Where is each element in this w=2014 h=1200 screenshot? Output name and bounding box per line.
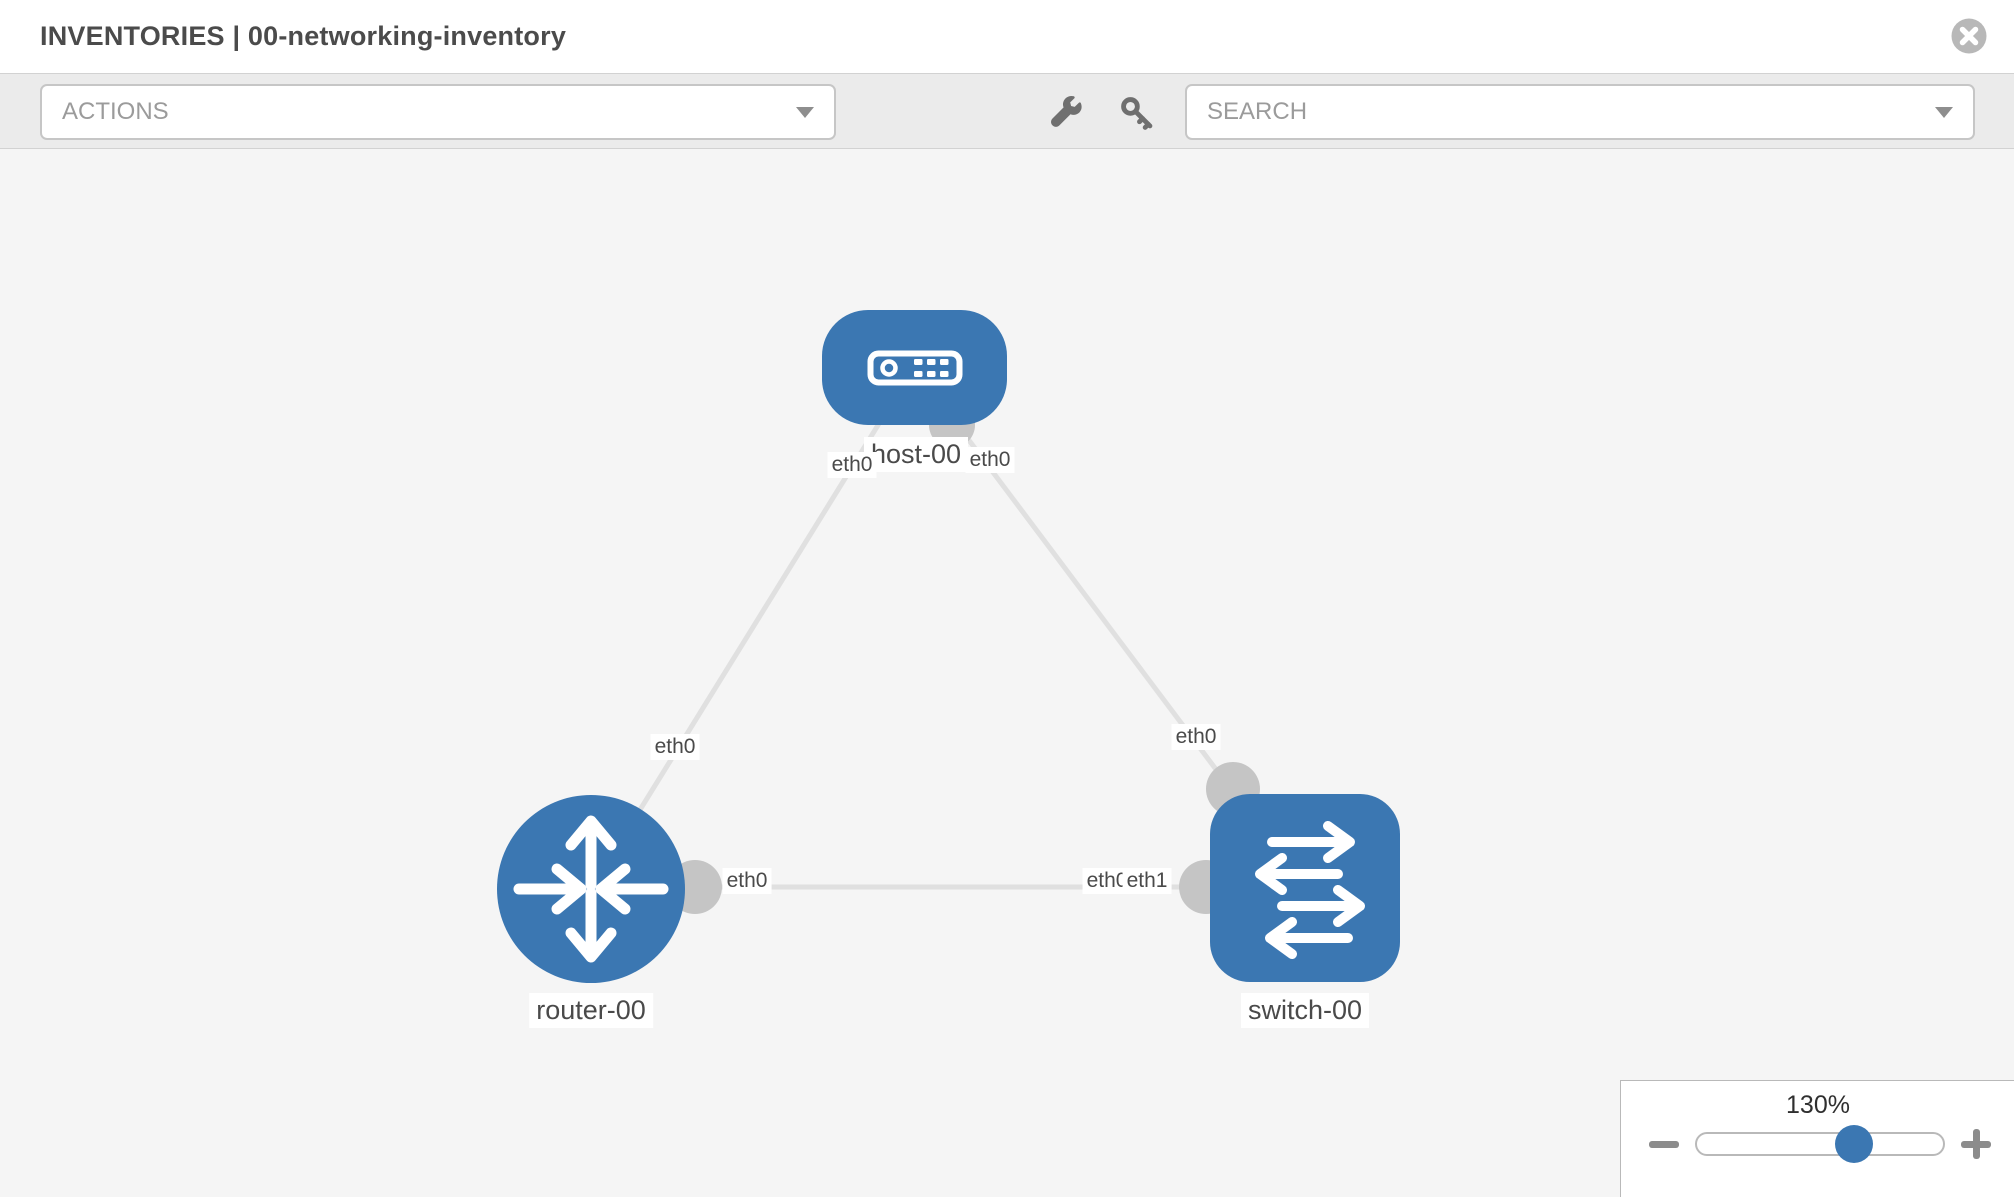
zoom-slider-row [1621,1125,2014,1163]
zoom-out-button[interactable] [1649,1140,1679,1148]
device-node-switch[interactable] [1210,794,1400,982]
chevron-down-icon [1935,106,1953,118]
header: INVENTORIES | 00-networking-inventory [0,0,2014,73]
device-node-host[interactable] [822,310,1007,425]
topology-canvas[interactable]: host-00 router-00 switch-00 eth0 eth0 eth0 eth… [0,149,2014,1197]
zoom-slider-knob[interactable] [1835,1125,1874,1163]
interface-label: eth0 [965,447,1015,474]
key-icon[interactable] [1118,94,1154,130]
interface-label: eth0 [1171,724,1221,751]
toolbar: ACTIONS SEARCH [0,73,2014,149]
device-label[interactable]: switch-00 [1240,993,1370,1029]
links-layer [588,365,1307,914]
device-node-router[interactable] [497,795,685,983]
server-icon [867,350,962,385]
wrench-icon[interactable] [1048,94,1084,130]
actions-dropdown-value: ACTIONS [62,98,169,125]
page-title: INVENTORIES | 00-networking-inventory [40,21,567,51]
zoom-slider-track[interactable] [1695,1125,1945,1163]
router-arrows-icon [513,815,669,963]
zoom-level: 130% [1786,1091,1850,1119]
interface-label: eth0 [722,868,772,895]
switch-arrows-icon [1255,821,1365,959]
close-button[interactable] [1950,17,1988,55]
search-dropdown[interactable]: SEARCH [1185,84,1975,140]
device-label[interactable]: host-00 [863,437,969,473]
actions-dropdown[interactable]: ACTIONS [40,84,836,140]
chevron-down-icon [796,106,814,118]
interface-label: eth0 [650,734,700,761]
zoom-control-panel: 130% [1620,1080,2014,1197]
close-icon [1951,18,1987,54]
interface-label: eth0 [827,452,877,479]
device-label[interactable]: router-00 [529,993,653,1029]
search-dropdown-value: SEARCH [1207,98,1308,125]
zoom-in-button[interactable] [1961,1129,1991,1159]
interface-label: eth1 [1122,868,1172,895]
